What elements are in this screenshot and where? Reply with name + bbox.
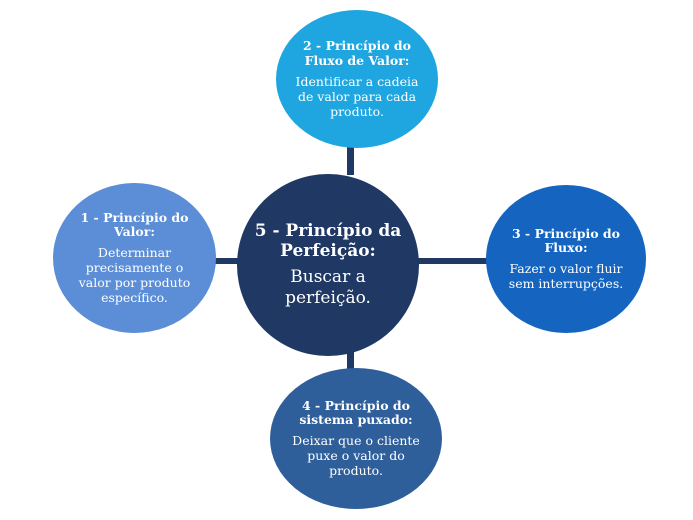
node-fluxo: 3 - Princípio do Fluxo: Fazer o valor fl… bbox=[486, 185, 646, 333]
node-title: 3 - Princípio do Fluxo: bbox=[511, 225, 621, 255]
node-description: Buscar a perfeição. bbox=[285, 267, 371, 308]
node-valor: 1 - Princípio do Valor: Determinar preci… bbox=[53, 183, 216, 333]
node-sistema-puxado: 4 - Princípio do sistema puxado: Deixar … bbox=[270, 368, 442, 509]
connector-right bbox=[415, 258, 488, 264]
node-perfeicao: 5 - Princípio da Perfeição: Buscar a per… bbox=[237, 174, 419, 356]
node-description: Identificar a cadeia de valor para cada … bbox=[295, 73, 419, 119]
node-description: Deixar que o cliente puxe o valor do pro… bbox=[292, 433, 420, 479]
node-title: 5 - Princípio da Perfeição: bbox=[254, 221, 402, 261]
node-title: 2 - Princípio do Fluxo de Valor: bbox=[302, 38, 412, 68]
node-title: 1 - Princípio do Valor: bbox=[80, 209, 189, 239]
connector-left bbox=[215, 258, 249, 264]
node-title: 4 - Princípio do sistema puxado: bbox=[299, 397, 413, 427]
node-description: Fazer o valor fluir sem interrupções. bbox=[508, 261, 624, 292]
node-description: Determinar precisamente o valor por prod… bbox=[78, 245, 191, 306]
connector-bottom bbox=[347, 345, 354, 371]
connector-top bbox=[347, 147, 354, 175]
node-fluxo-de-valor: 2 - Princípio do Fluxo de Valor: Identif… bbox=[276, 10, 438, 148]
